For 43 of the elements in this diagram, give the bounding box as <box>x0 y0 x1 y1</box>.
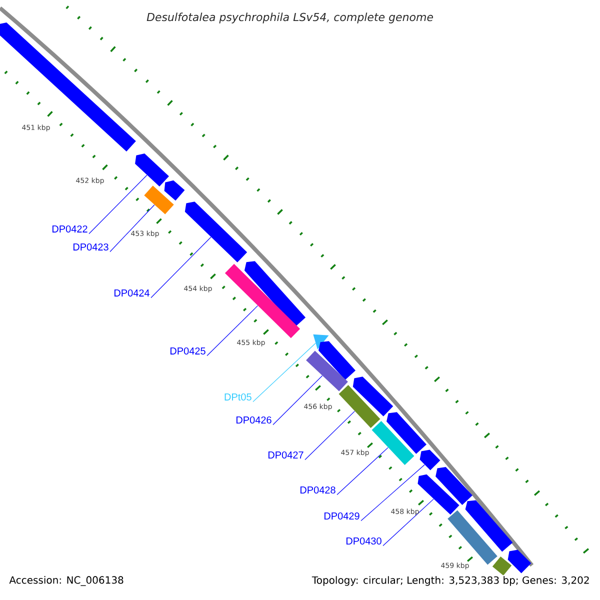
title: Desulfotalea psychrophila LSv54, complete genome <box>146 12 433 24</box>
gene-bar <box>338 385 380 428</box>
leader-line <box>110 204 155 252</box>
leader-line <box>360 464 425 522</box>
leader-line <box>206 305 258 356</box>
gene-label: DP0425 <box>170 347 206 355</box>
gene-label: DP0424 <box>114 289 150 297</box>
leader-line <box>252 342 316 402</box>
gene-label: DP0427 <box>268 451 304 459</box>
gene-block <box>318 341 356 380</box>
gene-block <box>420 450 440 470</box>
gene-block <box>508 550 532 574</box>
gene-block <box>0 22 136 152</box>
gene-block <box>184 202 248 262</box>
gene-bar <box>224 264 300 338</box>
gene-block <box>164 180 185 201</box>
gene-block <box>386 412 426 454</box>
gene-label: DP0428 <box>300 486 336 494</box>
gene-label: DP0429 <box>324 512 360 520</box>
leader-line <box>88 174 148 234</box>
leader-line <box>336 447 388 496</box>
leader-line <box>150 236 212 298</box>
gene-label: DP0423 <box>73 243 108 251</box>
gene-label: DP0430 <box>346 537 382 545</box>
gene-block <box>465 500 513 552</box>
gene-label: DP0422 <box>52 225 88 233</box>
gene-block <box>244 261 306 327</box>
gene-label: DP0426 <box>236 416 272 424</box>
gene-block <box>352 376 394 416</box>
gene-bar <box>306 350 348 392</box>
gene-bar <box>144 186 174 214</box>
leader-line <box>272 375 323 426</box>
gene-bar <box>372 421 414 465</box>
gene-block <box>135 154 169 186</box>
leader-line <box>382 498 434 546</box>
leader-line <box>304 410 355 460</box>
gene-block <box>418 474 460 515</box>
footer-text: Topology: circular; Length: 3,523,383 bp; Genes: 3,202 <box>310 575 591 587</box>
footer-text: Accession: NC_006138 <box>8 575 125 587</box>
gene-bar <box>492 556 512 576</box>
gene-block <box>436 466 472 505</box>
gene-triangle <box>313 334 329 350</box>
gene-label: DPt05 <box>224 393 252 401</box>
